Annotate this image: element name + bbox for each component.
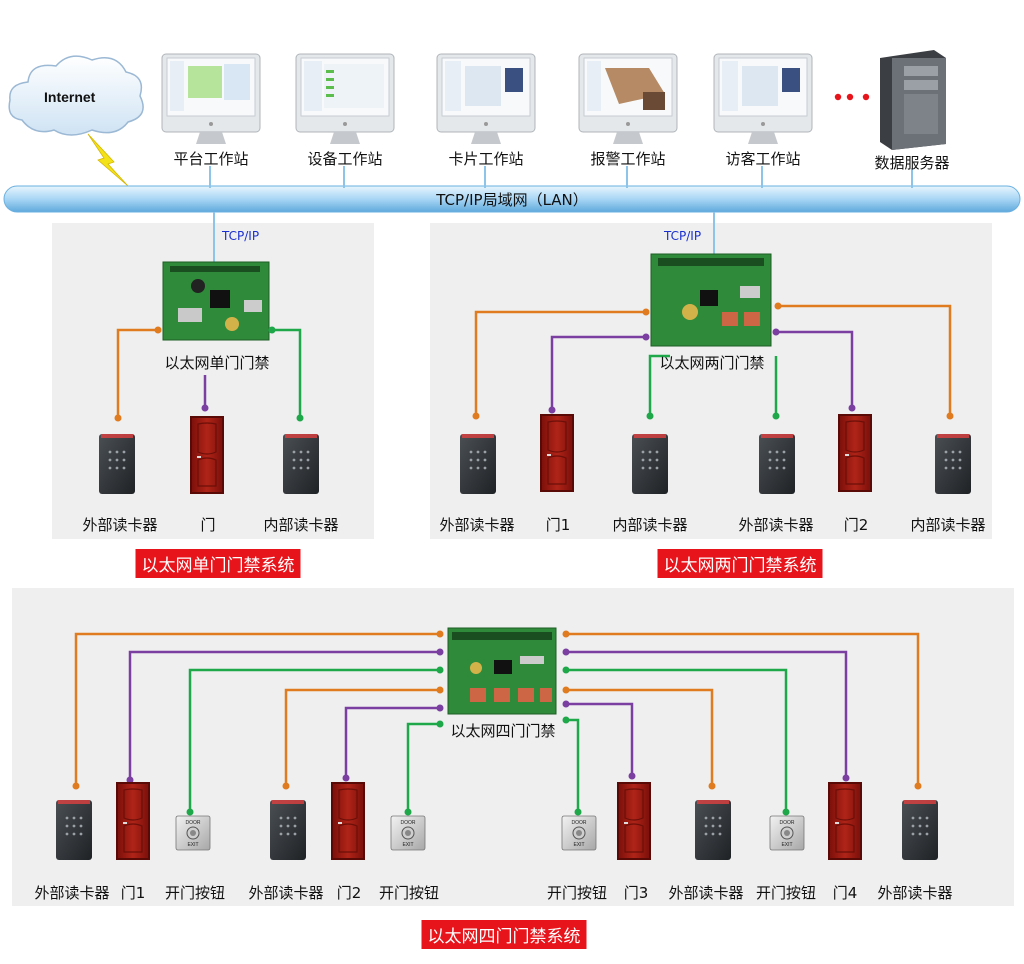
lan-label: TCP/IP局域网（LAN） — [436, 191, 588, 209]
tcp-ip-label: TCP/IP — [222, 229, 260, 243]
server-tower — [880, 50, 946, 150]
exit-top-text: DOOR — [572, 820, 587, 826]
device-label: 门4 — [832, 884, 858, 902]
system-title: 以太网四门门禁系统 — [421, 920, 587, 949]
workstation-label: 平台工作站 — [173, 150, 249, 168]
system-title: 以太网两门门禁系统 — [657, 549, 823, 578]
server-label: 数据服务器 — [874, 154, 950, 172]
exit-bottom-text: EXIT — [573, 842, 584, 848]
internet-cloud — [8, 55, 144, 136]
card-reader-icon — [632, 434, 668, 494]
exit-bottom-text: EXIT — [187, 842, 198, 848]
door-icon — [189, 415, 225, 495]
device-label: 内部读卡器 — [263, 516, 339, 534]
device-label: 外部读卡器 — [82, 516, 158, 534]
device-label: 外部读卡器 — [248, 884, 324, 902]
door-icon — [115, 781, 151, 861]
device-label: 内部读卡器 — [910, 516, 986, 534]
device-label: 外部读卡器 — [877, 884, 953, 902]
card-reader-icon — [902, 800, 938, 860]
device-label: 门 — [200, 516, 216, 534]
device-label: 开门按钮 — [378, 884, 440, 902]
workstation-label: 设备工作站 — [307, 150, 383, 168]
controller-label: 以太网单门门禁 — [164, 354, 270, 372]
door-icon — [616, 781, 652, 861]
device-label: 门3 — [623, 884, 649, 902]
workstation-label: 访客工作站 — [725, 150, 801, 168]
controller-label: 以太网两门门禁 — [659, 354, 765, 372]
device-label: 门2 — [336, 884, 362, 902]
workstation-label: 报警工作站 — [590, 150, 666, 168]
single-door-controller — [162, 261, 270, 341]
exit-top-text: DOOR — [186, 820, 201, 826]
controller-label: 以太网四门门禁 — [450, 722, 556, 740]
device-label: 门2 — [843, 516, 869, 534]
door-icon — [330, 781, 366, 861]
internet-label: Internet — [44, 89, 96, 105]
exit-bottom-text: EXIT — [402, 842, 413, 848]
more-dots — [834, 93, 870, 101]
lan-pipe — [3, 185, 1021, 213]
two-door-controller — [650, 253, 772, 347]
lightning-icon — [87, 133, 129, 187]
workstation-monitors — [161, 53, 813, 144]
card-reader-icon — [270, 800, 306, 860]
card-reader-icon — [99, 434, 135, 494]
door-icon — [539, 413, 575, 493]
device-label: 门1 — [545, 516, 571, 534]
device-label: 开门按钮 — [546, 884, 608, 902]
exit-bottom-text: EXIT — [781, 842, 792, 848]
exit-top-text: DOOR — [401, 820, 416, 826]
door-icon — [827, 781, 863, 861]
card-reader-icon — [695, 800, 731, 860]
device-label: 开门按钮 — [164, 884, 226, 902]
workstation-label: 卡片工作站 — [448, 150, 524, 168]
device-label: 外部读卡器 — [439, 516, 515, 534]
device-label: 门1 — [120, 884, 146, 902]
device-label: 开门按钮 — [755, 884, 817, 902]
card-reader-icon — [56, 800, 92, 860]
tcp-ip-label: TCP/IP — [664, 229, 702, 243]
card-reader-icon — [759, 434, 795, 494]
exit-top-text: DOOR — [780, 820, 795, 826]
device-label: 外部读卡器 — [34, 884, 110, 902]
door-icon — [837, 413, 873, 493]
device-label: 内部读卡器 — [612, 516, 688, 534]
device-label: 外部读卡器 — [668, 884, 744, 902]
four-door-controller — [447, 627, 557, 715]
device-label: 外部读卡器 — [738, 516, 814, 534]
card-reader-icon — [460, 434, 496, 494]
card-reader-icon — [935, 434, 971, 494]
system-title: 以太网单门门禁系统 — [135, 549, 301, 578]
card-reader-icon — [283, 434, 319, 494]
